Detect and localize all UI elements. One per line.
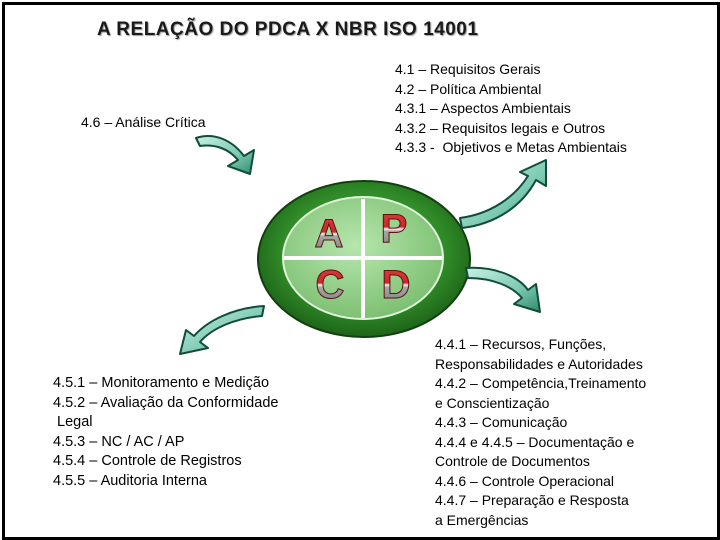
check-text-block: 4.5.1 – Monitoramento e Medição 4.5.2 – … — [53, 374, 278, 491]
arrow-from-act — [195, 135, 255, 175]
plan-line: 4.3.1 – Aspectos Ambientais — [395, 100, 571, 116]
plan-line: 4.3.3 - Objetivos e Metas Ambientais — [395, 139, 627, 155]
check-line: 4.5.2 – Avaliação da Conformidade — [53, 394, 279, 411]
check-line: 4.5.5 – Auditoria Interna — [53, 472, 207, 489]
do-text-block: 4.4.1 – Recursos, Funções, Responsabilid… — [435, 335, 646, 530]
check-line: 4.5.1 – Monitoramento e Medição — [53, 375, 270, 391]
do-line: 4.4.3 – Comunicação — [435, 414, 568, 430]
do-line: Responsabilidades e Autoridades — [435, 355, 643, 372]
plan-line: 4.2 – Política Ambiental — [395, 80, 542, 97]
letter-d: D — [382, 263, 411, 307]
act-text-block: 4.6 – Análise Crítica — [81, 113, 206, 133]
do-line: a Emergências — [435, 511, 529, 528]
do-line: 4.4.1 – Recursos, Funções, — [435, 336, 607, 352]
arrow-to-check — [179, 305, 265, 355]
do-line: 4.4.6 – Controle Operacional — [435, 472, 614, 489]
letter-a: A — [315, 212, 344, 256]
letter-p: P — [381, 207, 408, 251]
do-line: e Conscientização — [435, 394, 550, 411]
do-line: 4.4.2 – Competência,Treinamento — [435, 375, 647, 391]
arrow-to-plan — [459, 159, 547, 229]
check-line: 4.5.3 – NC / AC / AP — [53, 433, 185, 450]
check-line: 4.5.4 – Controle de Registros — [53, 453, 242, 469]
plan-line: 4.1 – Requisitos Gerais — [395, 61, 541, 77]
do-line: 4.4.4 e 4.4.5 – Documentação e — [435, 433, 635, 450]
arrow-to-do — [465, 266, 541, 313]
pdca-circle — [257, 180, 471, 338]
letter-c: C — [316, 263, 345, 307]
plan-line: 4.3.2 – Requisitos legais e Outros — [395, 119, 606, 136]
page-title: A RELAÇÃO DO PDCA X NBR ISO 14001 — [97, 19, 479, 40]
do-line: 4.4.7 – Preparação e Resposta — [435, 492, 629, 508]
do-line: Controle de Documentos — [435, 453, 590, 469]
check-line: Legal — [53, 414, 93, 430]
plan-text-block: 4.1 – Requisitos Gerais 4.2 – Política A… — [395, 60, 627, 158]
act-line: 4.6 – Análise Crítica — [81, 114, 206, 130]
